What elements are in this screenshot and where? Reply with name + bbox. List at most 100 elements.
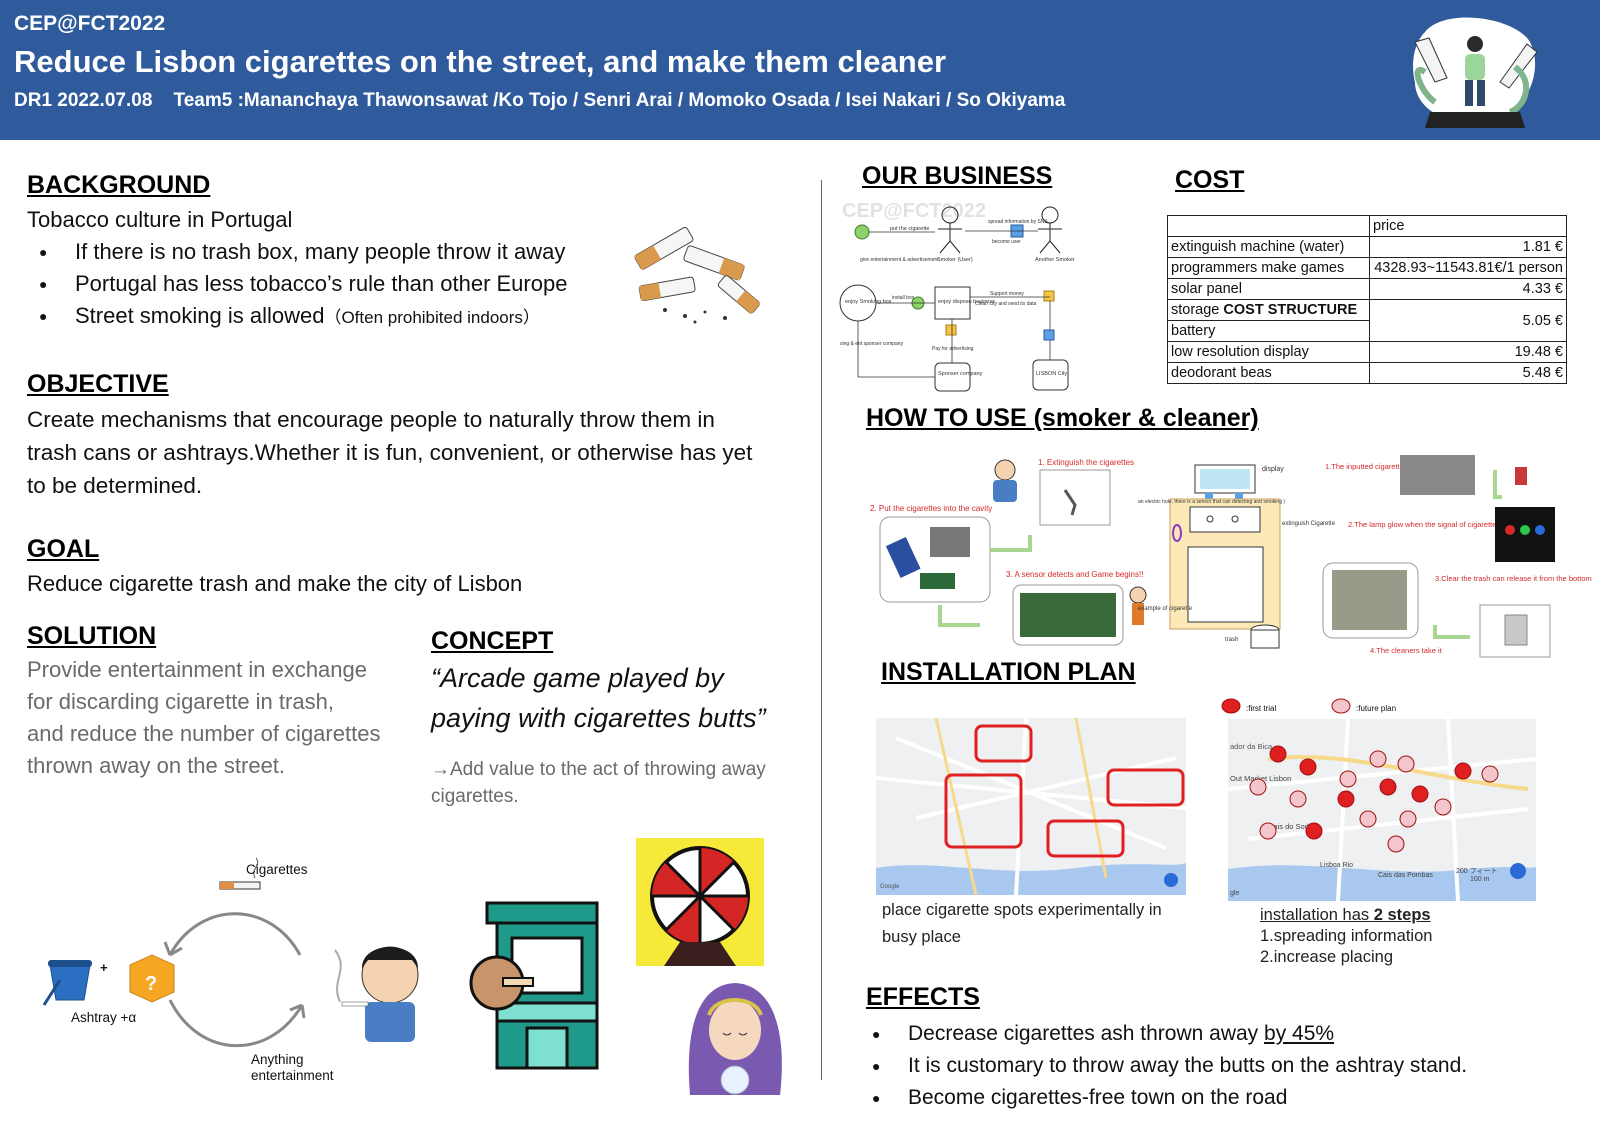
effect-emphasis: by 45% — [1264, 1022, 1335, 1045]
cycle-entertainment-label: Anything entertainment — [251, 1052, 334, 1084]
table-cell: 4328.93~11543.81€/1 person — [1369, 257, 1567, 279]
legend-label: :future plan — [1356, 704, 1396, 713]
cycle-cigarettes-label: Cigarettes — [246, 862, 308, 877]
diagram-label: Support money — [990, 291, 1024, 297]
machine-label: display — [1262, 466, 1284, 473]
goal-text: Reduce cigarette trash and make the city… — [27, 571, 523, 596]
steps-intro: installation has 2 steps — [1260, 905, 1432, 926]
cost-table: price extinguish machine (water)1.81 € p… — [1167, 215, 1567, 384]
mystery-box-icon: ? — [129, 954, 175, 1003]
list-item: Become cigarettes-free town on the road — [860, 1082, 1467, 1114]
diagram-label: Smoker (User) — [937, 257, 973, 263]
ashtray-icon — [42, 960, 92, 1006]
step-label: 2. Put the cigarettes into the cavity — [870, 504, 992, 513]
table-header-cell — [1167, 215, 1370, 237]
goal-heading: GOAL — [27, 535, 100, 563]
svg-text:+: + — [100, 960, 108, 975]
table-header-row: price — [1167, 215, 1567, 237]
map-label: Cais das Pombas — [1378, 872, 1433, 879]
diagram-label: put the cigarette — [890, 226, 929, 232]
installation-steps: installation has 2 steps 1.spreading inf… — [1260, 905, 1432, 968]
map-label: ador da Bica — [1230, 742, 1273, 751]
cleaner-step-label: 3.Clear the trash can release it from th… — [1435, 574, 1592, 583]
map-label: 100 m — [1470, 876, 1490, 883]
team-line: DR1 2022.07.08 Team5 :Mananchaya Thawons… — [14, 90, 1066, 111]
diagram-label: enjoy dispose business — [938, 299, 995, 305]
effect-text: Decrease cigarettes ash thrown away — [908, 1022, 1265, 1045]
cell-text-bold: COST STRUCTURE — [1223, 302, 1358, 318]
smoker-person-icon — [334, 946, 419, 1042]
roulette-wheel-illustration — [636, 838, 764, 966]
diagram-watermark: CEP@FCT2022 — [842, 200, 986, 222]
bullet-note: （Often prohibited indoors） — [324, 308, 540, 327]
diagram-label: Pay for advertising — [932, 346, 974, 352]
table-cell: programmers make games — [1167, 257, 1370, 279]
list-item: Street smoking is allowed（Often prohibit… — [27, 300, 567, 334]
table-cell: 5.05 € — [1369, 299, 1567, 342]
cigarette-icon — [219, 857, 261, 890]
column-divider — [821, 180, 822, 1080]
fortune-teller-illustration — [688, 983, 782, 1095]
step-label: 1. Extinguish the cigarettes — [1038, 458, 1134, 467]
bullet-main: Street smoking is allowed — [75, 303, 325, 328]
diagram-label: enjoy Smoking box — [845, 299, 892, 305]
business-heading: OUR BUSINESS — [862, 162, 1053, 190]
background-intro: Tobacco culture in Portugal — [27, 207, 293, 232]
list-item: It is customary to throw away the butts … — [860, 1050, 1467, 1082]
effects-bullets: Decrease cigarettes ash thrown away by 4… — [860, 1018, 1467, 1114]
arcade-machine-illustration — [469, 901, 599, 1070]
map-label: Lisboa Rio — [1320, 862, 1353, 869]
table-cell: extinguish machine (water) — [1167, 236, 1370, 258]
map-label: 200 フィート — [1456, 867, 1497, 875]
diagram-label: sing & ent sponser company — [840, 341, 904, 347]
map-label: gle — [1230, 890, 1239, 897]
installation-map-future: ador da Bica Out Market Lisbon Cais do S… — [1227, 718, 1537, 902]
step-item: 2.increase placing — [1260, 948, 1393, 966]
installation-map-first: Google — [875, 717, 1187, 896]
diagram-label: Another Smoker — [1035, 257, 1075, 263]
table-cell: battery — [1167, 320, 1370, 342]
machine-label: extinguish Cigarette — [1282, 521, 1336, 527]
legend-label: :first trial — [1246, 704, 1276, 713]
cleaner-step-label: 4.The cleaners take it — [1370, 646, 1443, 655]
steps-intro-text: installation has — [1260, 906, 1374, 924]
table-header-cell: price — [1369, 215, 1567, 237]
table-cell: deodorant beas — [1167, 362, 1370, 384]
step-label: 3. A sensor detects and Game begins!! — [1006, 570, 1143, 579]
concept-note: →Add value to the act of throwing away c… — [431, 759, 766, 807]
machine-label: example of cigarette — [1138, 606, 1193, 612]
how-to-use-diagram: 1. Extinguish the cigarettes 2. Put the … — [870, 455, 1592, 658]
cost-heading: COST — [1175, 166, 1245, 194]
objective-text: Create mechanisms that encourage people … — [27, 407, 753, 498]
table-cell: low resolution display — [1167, 341, 1370, 363]
diagram-label: become user — [992, 239, 1021, 245]
cell-text: storage — [1171, 302, 1224, 318]
cycle-ashtray-label: Ashtray +α — [71, 1010, 137, 1025]
smoker-figure — [938, 206, 962, 254]
quote-line: “Arcade game played by — [431, 663, 724, 693]
machine-label: trash — [1225, 637, 1238, 643]
solution-heading: SOLUTION — [27, 622, 157, 650]
event-label: CEP@FCT2022 — [14, 12, 166, 35]
poster-title: Reduce Lisbon cigarettes on the street, … — [14, 44, 947, 79]
cycle-diagram: + ? — [42, 857, 419, 1048]
diagram-label: give entertainment & advertisement — [860, 257, 939, 263]
another-smoker-figure — [1038, 206, 1062, 254]
diagram-label: Sponser company — [938, 371, 983, 377]
step-item: 1.spreading information — [1260, 927, 1433, 945]
map-first-caption: place cigarette spots experimentally in … — [882, 901, 1162, 946]
effects-heading: EFFECTS — [866, 983, 980, 1011]
table-row: battery — [1167, 320, 1567, 342]
how-to-use-heading: HOW TO USE (smoker & cleaner) — [866, 404, 1259, 432]
map-label: Cais do Sodré — [1268, 822, 1316, 831]
background-bullets: If there is no trash box, many people th… — [27, 236, 567, 334]
concept-heading: CONCEPT — [431, 627, 554, 655]
diagram-label: install box — [892, 295, 915, 301]
table-cell: storage COST STRUCTURE — [1167, 299, 1370, 321]
cleaner-step-label: 2.The lamp glow when the signal of cigar… — [1348, 520, 1535, 529]
